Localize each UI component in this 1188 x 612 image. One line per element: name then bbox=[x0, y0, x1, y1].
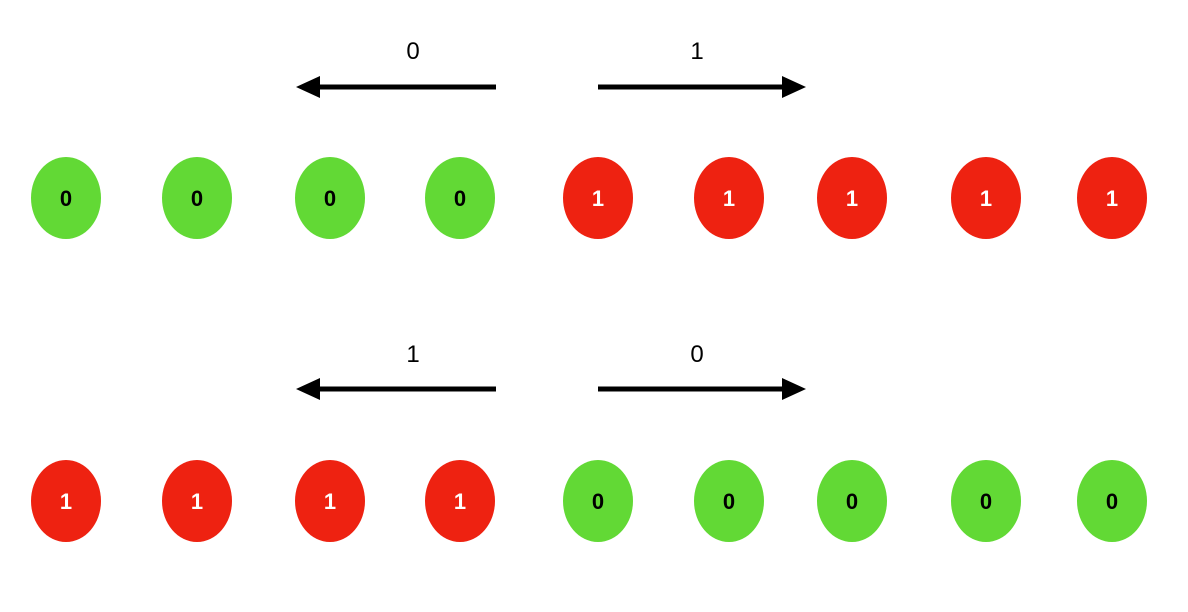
bit-node-label: 0 bbox=[191, 186, 203, 211]
row-2-right-arrow-label: 0 bbox=[690, 341, 703, 368]
bit-node-one: 1 bbox=[694, 157, 764, 239]
bit-node-zero: 0 bbox=[425, 157, 495, 239]
row-2-left-arrow bbox=[296, 378, 496, 400]
bit-node-label: 1 bbox=[592, 186, 604, 211]
row-1-right-arrow bbox=[598, 76, 806, 98]
bit-node-circle bbox=[951, 460, 1021, 542]
bit-node-one: 1 bbox=[31, 460, 101, 542]
bit-node-label: 1 bbox=[191, 489, 203, 514]
bit-node-zero: 0 bbox=[951, 460, 1021, 542]
bit-node-one: 1 bbox=[817, 157, 887, 239]
row-2-nodes: 1 1 1 1 0 0 0 0 0 bbox=[31, 460, 1147, 542]
bit-node-zero: 0 bbox=[1077, 460, 1147, 542]
bit-node-label: 1 bbox=[454, 489, 466, 514]
bit-node-label: 0 bbox=[324, 186, 336, 211]
bit-node-label: 1 bbox=[1106, 186, 1118, 211]
bit-node-label: 0 bbox=[454, 186, 466, 211]
bit-node-zero: 0 bbox=[694, 460, 764, 542]
bit-node-circle bbox=[817, 157, 887, 239]
bit-node-zero: 0 bbox=[817, 460, 887, 542]
bit-node-circle bbox=[563, 157, 633, 239]
bit-node-label: 1 bbox=[324, 489, 336, 514]
bit-node-circle bbox=[31, 460, 101, 542]
row-2-right-arrow bbox=[598, 378, 806, 400]
bit-node-zero: 0 bbox=[162, 157, 232, 239]
bit-node-label: 1 bbox=[60, 489, 72, 514]
bit-node-circle bbox=[425, 460, 495, 542]
bit-node-circle bbox=[162, 157, 232, 239]
bit-node-one: 1 bbox=[162, 460, 232, 542]
bit-node-circle bbox=[1077, 460, 1147, 542]
bit-node-label: 0 bbox=[846, 489, 858, 514]
bit-node-label: 1 bbox=[846, 186, 858, 211]
bit-node-circle bbox=[162, 460, 232, 542]
bit-node-one: 1 bbox=[951, 157, 1021, 239]
bit-node-circle bbox=[694, 157, 764, 239]
bit-node-zero: 0 bbox=[295, 157, 365, 239]
bit-node-one: 1 bbox=[295, 460, 365, 542]
bit-node-circle bbox=[563, 460, 633, 542]
row-1-right-arrow-label: 1 bbox=[690, 38, 703, 65]
bit-node-circle bbox=[1077, 157, 1147, 239]
row-1-left-arrow-label: 0 bbox=[406, 38, 419, 65]
bit-node-circle bbox=[295, 460, 365, 542]
bit-node-circle bbox=[425, 157, 495, 239]
bit-node-label: 0 bbox=[1106, 489, 1118, 514]
bit-node-label: 1 bbox=[980, 186, 992, 211]
bit-node-label: 1 bbox=[723, 186, 735, 211]
bit-node-label: 0 bbox=[980, 489, 992, 514]
row-1-nodes: 0 0 0 0 1 1 1 1 1 bbox=[31, 157, 1147, 239]
bit-node-zero: 0 bbox=[31, 157, 101, 239]
row-1-left-arrow bbox=[296, 76, 496, 98]
bit-node-label: 0 bbox=[592, 489, 604, 514]
bit-node-label: 0 bbox=[60, 186, 72, 211]
bit-node-one: 1 bbox=[1077, 157, 1147, 239]
bit-node-circle bbox=[295, 157, 365, 239]
bit-node-one: 1 bbox=[425, 460, 495, 542]
row-2-left-arrow-label: 1 bbox=[406, 341, 419, 368]
bit-node-circle bbox=[31, 157, 101, 239]
bit-node-label: 0 bbox=[723, 489, 735, 514]
bit-node-one: 1 bbox=[563, 157, 633, 239]
bit-node-zero: 0 bbox=[563, 460, 633, 542]
bit-node-circle bbox=[817, 460, 887, 542]
bit-node-circle bbox=[694, 460, 764, 542]
bit-node-circle bbox=[951, 157, 1021, 239]
